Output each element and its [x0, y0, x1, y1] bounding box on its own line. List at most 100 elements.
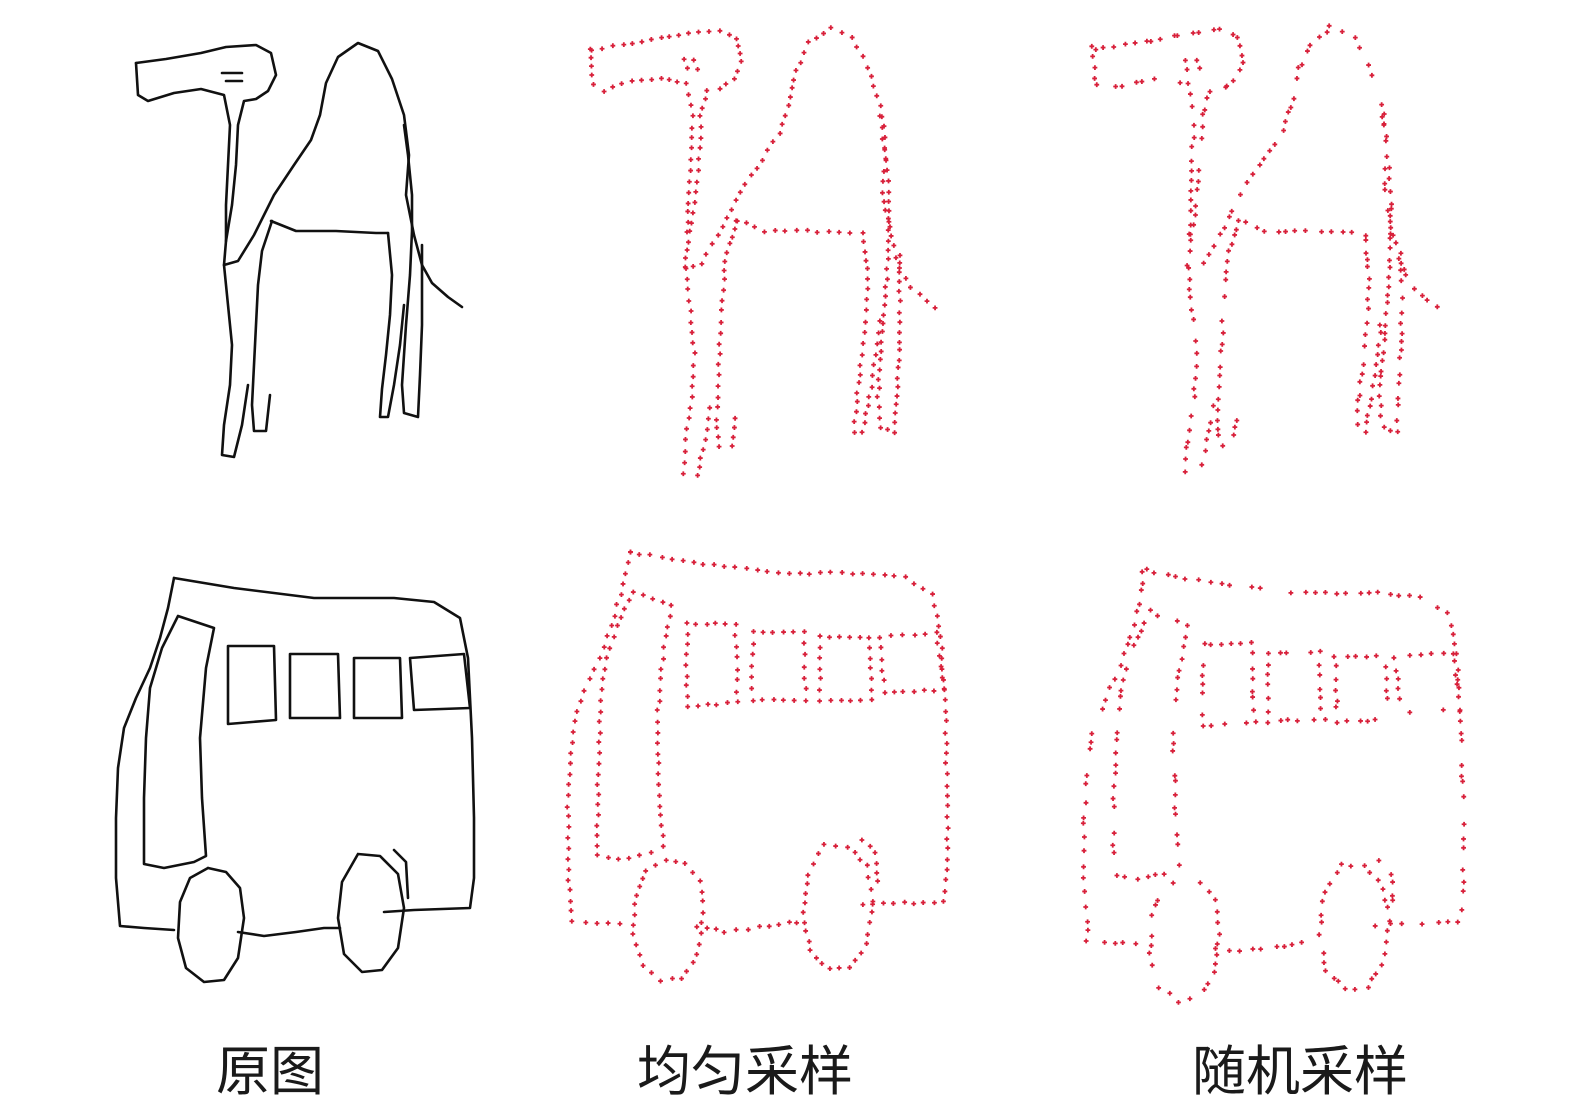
sample-point — [861, 239, 866, 244]
sample-point — [723, 81, 729, 87]
sample-point — [734, 689, 739, 695]
sample-point — [1335, 698, 1340, 704]
sample-point — [1397, 355, 1403, 361]
sample-point — [682, 460, 688, 466]
sample-point — [944, 857, 950, 863]
sample-point — [589, 63, 594, 69]
sample-point — [683, 682, 689, 688]
sample-point — [869, 909, 875, 915]
sample-point — [1454, 681, 1460, 687]
sample-point — [1373, 653, 1379, 659]
sample-point — [1135, 634, 1141, 640]
sample-point — [1100, 45, 1106, 50]
sample-point — [722, 276, 727, 282]
sample-point — [772, 228, 778, 233]
sample-point — [1080, 875, 1086, 881]
sample-point — [1316, 662, 1322, 668]
sample-point — [1394, 418, 1400, 423]
sample-point — [643, 868, 649, 874]
sample-point — [934, 640, 940, 646]
sample-point — [732, 425, 737, 430]
sample-point — [637, 884, 643, 889]
sample-point — [1211, 243, 1217, 249]
sample-point — [667, 613, 673, 619]
sample-point — [1450, 631, 1456, 637]
sample-point — [836, 965, 842, 971]
sample-point — [1155, 898, 1160, 903]
sample-point — [1172, 792, 1178, 798]
sample-point — [864, 862, 870, 868]
sample-point — [649, 77, 655, 82]
sample-point — [690, 959, 696, 965]
sample-point — [1386, 284, 1392, 290]
sample-point — [1107, 685, 1112, 690]
sample-point — [1127, 634, 1133, 640]
sample-point — [668, 602, 674, 608]
sample-point — [1218, 348, 1224, 354]
sample-point — [1176, 862, 1182, 868]
sample-point — [655, 771, 661, 777]
sample-point — [1172, 773, 1178, 779]
sample-point — [1118, 688, 1124, 694]
sample-point — [620, 581, 626, 587]
sample-point — [636, 852, 642, 858]
sample-point — [864, 296, 870, 302]
sample-point — [715, 434, 721, 440]
sample-point — [725, 700, 730, 705]
sample-point — [1214, 941, 1220, 947]
sample-point — [798, 60, 804, 66]
sample-point — [869, 687, 874, 693]
sample-point — [1123, 41, 1128, 47]
sample-point — [594, 833, 600, 838]
sample-point — [565, 877, 571, 883]
sample-point — [1208, 420, 1214, 426]
sample-point — [1419, 293, 1425, 299]
sample-point — [937, 634, 943, 639]
sample-point — [1379, 358, 1385, 364]
sample-point — [685, 201, 691, 206]
sample-point — [1390, 879, 1396, 885]
sample-point — [1232, 424, 1238, 430]
sample-point — [1398, 250, 1404, 256]
sample-point — [718, 320, 724, 325]
sample-point — [688, 157, 694, 163]
sample-point — [685, 219, 691, 225]
sample-point — [790, 629, 796, 635]
sample-point — [686, 179, 692, 185]
sample-point — [1363, 429, 1369, 435]
sample-point — [711, 562, 717, 567]
sample-point — [696, 942, 702, 947]
sample-point — [684, 968, 689, 974]
sample-point — [1375, 352, 1381, 357]
sample-point — [714, 417, 719, 423]
sample-point — [1313, 590, 1318, 596]
sample-point — [866, 403, 871, 409]
sample-point — [897, 339, 902, 345]
sample-point — [686, 415, 692, 421]
sample-point — [1199, 462, 1205, 468]
sample-point — [1424, 297, 1430, 303]
sample-point — [1380, 886, 1386, 892]
sample-point — [1418, 652, 1424, 658]
sample-point — [1085, 927, 1091, 933]
sample-point — [1193, 338, 1199, 344]
sketch-stroke — [400, 123, 424, 419]
sample-point — [700, 898, 706, 904]
sample-point — [1177, 80, 1183, 86]
sample-point — [655, 730, 661, 736]
sample-point — [697, 455, 703, 461]
sample-point — [1185, 439, 1191, 445]
bus-random-sampling — [1080, 566, 1467, 1005]
sample-point — [897, 347, 903, 353]
camel-uniform-sampling — [587, 25, 938, 478]
sample-point — [1131, 642, 1137, 648]
sample-point — [852, 430, 857, 435]
sample-point — [1215, 432, 1221, 438]
sample-point — [873, 352, 879, 358]
camel-original-sketch — [134, 41, 464, 459]
sample-point — [1358, 590, 1364, 596]
sample-point — [1334, 870, 1340, 876]
sample-point — [865, 276, 870, 282]
sample-point — [1217, 373, 1223, 378]
